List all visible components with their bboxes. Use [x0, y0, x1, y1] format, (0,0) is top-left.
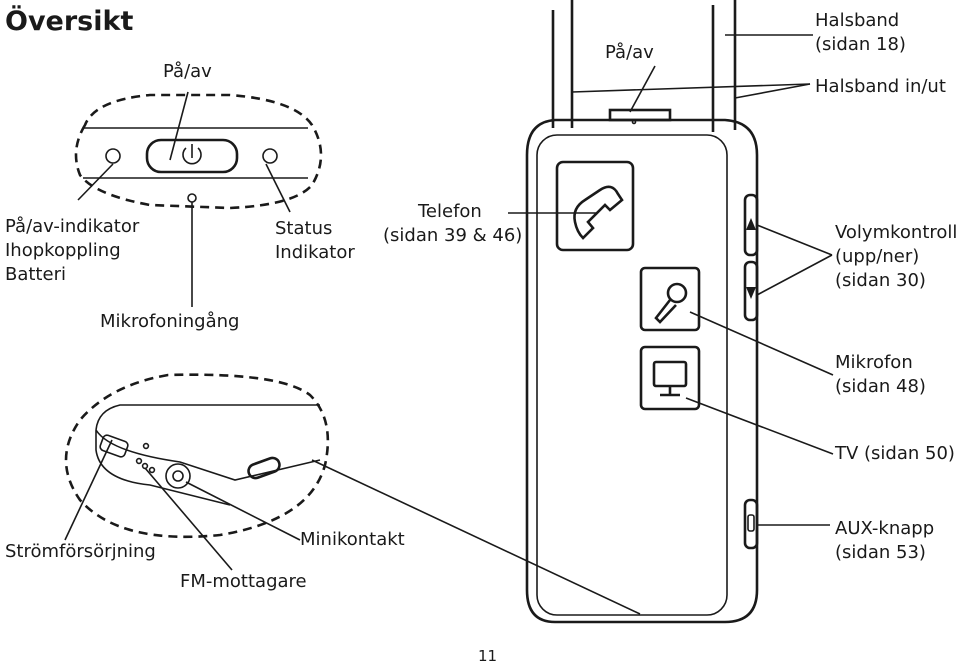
label-phone-2: (sidan 39 & 46) [383, 225, 522, 246]
label-aux-1: AUX-knapp [835, 518, 934, 539]
phone-button[interactable] [555, 160, 635, 252]
page-title: Översikt [5, 4, 133, 37]
label-status-2: Indikator [275, 242, 355, 263]
label-indicator-2: Ihopkoppling [5, 240, 121, 261]
label-volume-1: Volymkontroll [835, 222, 957, 243]
label-mic-input: Mikrofoningång [100, 311, 239, 332]
label-volume-2: (upp/ner) [835, 246, 919, 267]
label-status-1: Status [275, 218, 332, 239]
label-aux-2: (sidan 53) [835, 542, 926, 563]
status-led [262, 148, 278, 164]
device-body [525, 108, 759, 624]
neckband [551, 0, 737, 132]
label-fm-receiver: FM-mottagare [180, 571, 307, 592]
leader-lines [64, 34, 834, 615]
label-indicator-3: Batteri [5, 264, 66, 285]
microphone-button[interactable] [639, 266, 701, 332]
top-panel-inset [74, 93, 323, 210]
power-switch[interactable] [145, 138, 239, 174]
volume-up-icon [746, 218, 756, 230]
aux-button[interactable] [743, 498, 759, 550]
label-power-supply: Strömförsörjning [5, 541, 156, 562]
label-volume-3: (sidan 30) [835, 270, 926, 291]
power-icon [182, 144, 202, 165]
label-indicator-1: På/av-indikator [5, 216, 140, 237]
page-number: 11 [478, 647, 497, 665]
label-neckband-inout: Halsband in/ut [815, 76, 946, 97]
indicator-led [105, 148, 121, 164]
volume-down-icon [746, 287, 756, 299]
volume-down-button[interactable] [743, 260, 759, 322]
tv-button[interactable] [639, 345, 701, 411]
mic-input-jack [187, 193, 197, 203]
bottom-panel-inset [64, 373, 330, 539]
label-on-off-inset: På/av [163, 61, 212, 82]
label-mini-jack: Minikontakt [300, 529, 405, 550]
power-switch-top[interactable] [608, 108, 672, 122]
label-tv: TV (sidan 50) [834, 443, 955, 464]
label-mic-2: (sidan 48) [835, 376, 926, 397]
tv-icon [652, 360, 688, 397]
label-neckband: Halsband [815, 10, 899, 31]
label-neckband-page: (sidan 18) [815, 34, 906, 55]
label-mic-1: Mikrofon [835, 352, 913, 373]
label-on-off-top: På/av [605, 42, 654, 63]
phone-icon [573, 185, 624, 240]
microphone-icon [654, 282, 688, 324]
usb-port [99, 434, 129, 458]
aux-button-bottom[interactable] [247, 456, 282, 480]
mini-jack-port [165, 463, 191, 489]
label-phone-1: Telefon [417, 201, 482, 222]
